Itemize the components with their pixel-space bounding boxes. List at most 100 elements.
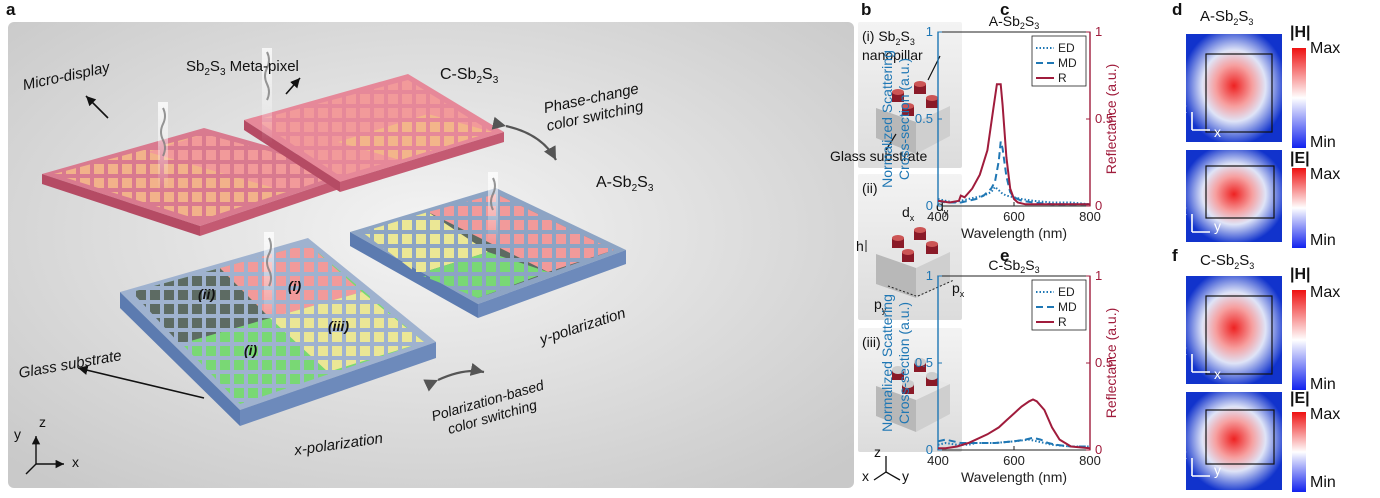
y-tick-label-right: 0 — [1095, 442, 1102, 457]
axis-y-a: y — [14, 426, 21, 442]
y-tick-label-left: 0 — [926, 442, 933, 457]
map-d-h — [1186, 34, 1282, 142]
y-axis-label-right: Reflectance (a.u.) — [1103, 308, 1119, 419]
phase-change-arrow — [491, 116, 557, 161]
x-tick-label: 800 — [1079, 453, 1101, 468]
panel-b-unit-cells: (i) Sb2S3 nanopillar Glass substrate (ii… — [830, 22, 965, 488]
panel-label-b: b — [861, 0, 872, 19]
map-d-axis-z2: z — [1180, 202, 1187, 218]
label-dx: dx — [902, 204, 915, 223]
map-f-axis-z2: z — [1180, 446, 1187, 462]
metasurface-illustration — [8, 22, 854, 488]
x-tick-label: 600 — [1003, 453, 1025, 468]
y-tick-label-left: 1 — [926, 268, 933, 283]
x-axis-label: Wavelength (nm) — [961, 225, 1067, 241]
panel-label-e: e — [1000, 246, 1010, 265]
label-px: px — [952, 280, 965, 299]
unit-cell-iii: (iii) — [858, 328, 962, 452]
map-f-h — [1186, 276, 1282, 384]
y-tick-label-left: 0 — [926, 198, 933, 213]
panel-label-a: a — [6, 0, 16, 19]
label-sub-i: (i) Sb2S3 nanopillar — [862, 28, 923, 63]
panel-label-f: f — [1172, 246, 1178, 265]
map-f-axis-y: y — [1214, 462, 1221, 478]
chart-title: A-Sb2S3 — [989, 13, 1040, 31]
nanopillars-i — [892, 81, 938, 116]
map-d-e — [1186, 150, 1282, 242]
y-tick-label-left: 0.5 — [915, 355, 933, 370]
map-d-e-max: Max — [1310, 166, 1341, 183]
label-glass-substrate-b: Glass substrate — [830, 148, 928, 164]
x-tick-label: 400 — [927, 453, 949, 468]
map-f-e-max: Max — [1310, 406, 1341, 423]
y-tick-label-left: 0.5 — [915, 111, 933, 126]
legend-label-ED: ED — [1058, 285, 1075, 299]
map-d-axis-x: x — [1214, 124, 1221, 140]
legend-label-R: R — [1058, 315, 1067, 329]
y-axis-label-left-2: Cross-section (a.u.) — [896, 302, 912, 424]
y-axis-label-left-1: Normalized Scattering — [879, 50, 895, 188]
axis-y-b: y — [902, 468, 909, 484]
map-d-title: A-Sb2S3 — [1200, 8, 1254, 27]
x-tick-label: 400 — [927, 209, 949, 224]
y-tick-label-right: 0 — [1095, 198, 1102, 213]
label-region-i-green: (i) — [244, 342, 258, 358]
legend-label-MD: MD — [1058, 56, 1077, 70]
label-meta-pixel: Sb2S3 Meta-pixel — [186, 58, 299, 78]
label-region-iii: (iii) — [328, 318, 349, 334]
y-tick-label-right: 1 — [1095, 268, 1102, 283]
y-tick-label-right: 1 — [1095, 24, 1102, 39]
field-maps — [1186, 34, 1306, 492]
map-d-axis-y: y — [1214, 218, 1221, 234]
colorbar-d-h — [1292, 48, 1306, 148]
axes-triad-a — [25, 436, 64, 475]
micro-display-arrow — [85, 95, 109, 119]
map-f-axis-z1: z — [1180, 342, 1187, 358]
series-line-MD — [937, 141, 1090, 206]
panel-a-illustration: Micro-display Sb2S3 Meta-pixel C-Sb2S3 P… — [8, 22, 854, 488]
map-f-axis-x: x — [1214, 366, 1221, 382]
map-f-title: C-Sb2S3 — [1200, 252, 1255, 271]
colorbar-f-h — [1292, 290, 1306, 390]
amorphous-sample-front — [120, 238, 436, 426]
panel-label-d: d — [1172, 0, 1183, 19]
label-sub-iii: (iii) — [862, 334, 881, 350]
map-d-e-label: |E| — [1290, 150, 1310, 167]
y-tick-label-left: 1 — [926, 24, 933, 39]
x-axis-label: Wavelength (nm) — [961, 469, 1067, 485]
legend-label-R: R — [1058, 71, 1067, 85]
chart-title: C-Sb2S3 — [988, 257, 1039, 275]
label-region-i-red: (i) — [288, 278, 302, 294]
map-d-h-min: Min — [1310, 134, 1336, 151]
axes-triad-b — [873, 456, 901, 481]
label-a-sb2s3: A-Sb2S3 — [596, 174, 654, 195]
map-f-e-min: Min — [1310, 474, 1336, 491]
series-line-R — [938, 398, 1091, 450]
map-f-h-max: Max — [1310, 284, 1341, 301]
x-tick-label: 600 — [1003, 209, 1025, 224]
axis-z-b: z — [874, 444, 881, 460]
light-beams — [158, 48, 498, 322]
label-py: py — [874, 296, 887, 315]
crystalline-sample — [244, 74, 504, 192]
map-f-h-min: Min — [1310, 376, 1336, 393]
axis-x-b: x — [862, 468, 869, 484]
series-line-R — [937, 83, 1090, 206]
unit-cell-i: (i) Sb2S3 nanopillar Glass substrate — [830, 22, 962, 168]
label-h: h — [856, 238, 864, 254]
y-axis-label-left-2: Cross-section (a.u.) — [896, 58, 912, 180]
map-f-e — [1186, 392, 1282, 490]
axis-x-a: x — [72, 454, 79, 470]
amorphous-sample-right — [350, 188, 626, 318]
label-c-sb2s3: C-Sb2S3 — [440, 66, 499, 87]
y-tick-label-right: 0.5 — [1095, 355, 1113, 370]
legend-label-MD: MD — [1058, 300, 1077, 314]
y-axis-label-right: Reflectance (a.u.) — [1103, 64, 1119, 175]
glass-substrate-arrow — [77, 365, 205, 399]
map-d-h-label: |H| — [1290, 24, 1311, 41]
panel-label-c: c — [1000, 0, 1010, 19]
map-d-axis-z1: z — [1180, 100, 1187, 116]
x-tick-label: 800 — [1079, 209, 1101, 224]
